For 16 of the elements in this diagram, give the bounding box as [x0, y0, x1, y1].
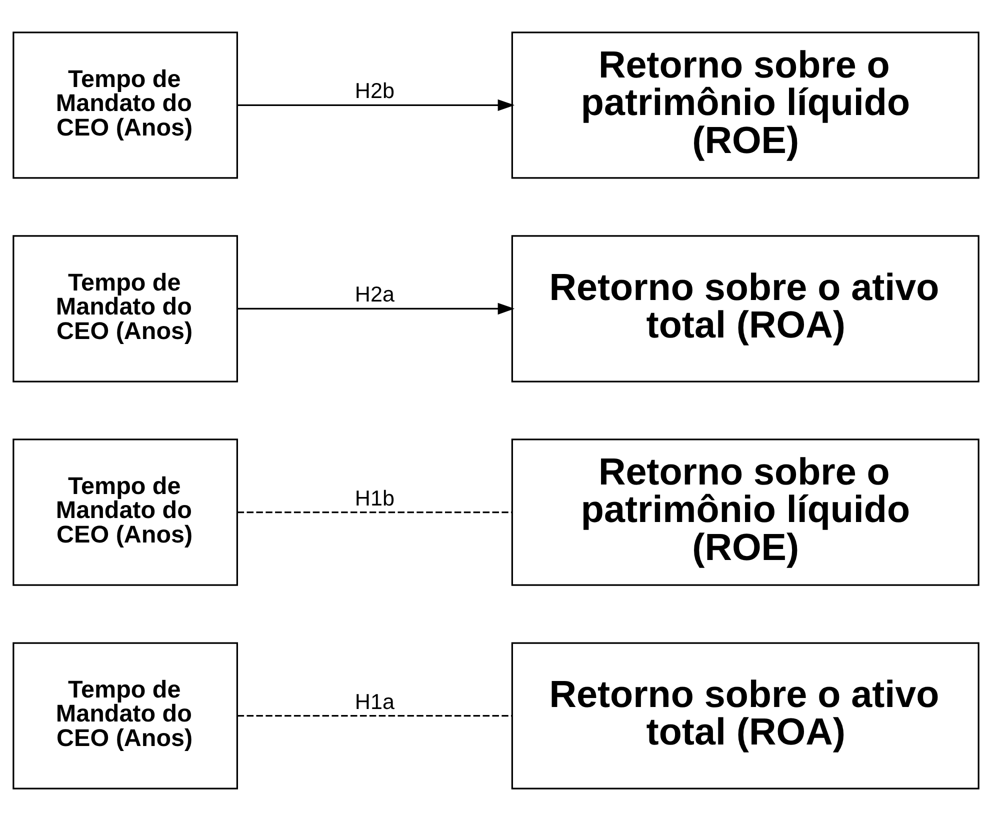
connector	[237, 715, 512, 717]
arrow	[237, 99, 515, 112]
edge-label: H1b	[354, 485, 394, 510]
node-box: Tempo de Mandato do CEO (Anos)	[12, 642, 238, 790]
node-box: Tempo de Mandato do CEO (Anos)	[12, 438, 238, 586]
node-box: Retorno sobre o ativo total (ROA)	[511, 235, 980, 382]
connector	[237, 511, 512, 514]
node-box: Tempo de Mandato do CEO (Anos)	[12, 235, 238, 382]
node-box: Retorno sobre o patrimônio líquido (ROE)	[511, 32, 980, 179]
edge-label: H1a	[354, 688, 394, 714]
node-box: Retorno sobre o ativo total (ROA)	[511, 642, 980, 790]
node-box: Tempo de Mandato do CEO (Anos)	[12, 32, 238, 179]
edge-label: H2a	[354, 282, 394, 307]
edge-label: H2b	[354, 78, 394, 104]
node-box: Retorno sobre o patrimônio líquido (ROE)	[511, 438, 980, 586]
arrow	[237, 302, 515, 315]
